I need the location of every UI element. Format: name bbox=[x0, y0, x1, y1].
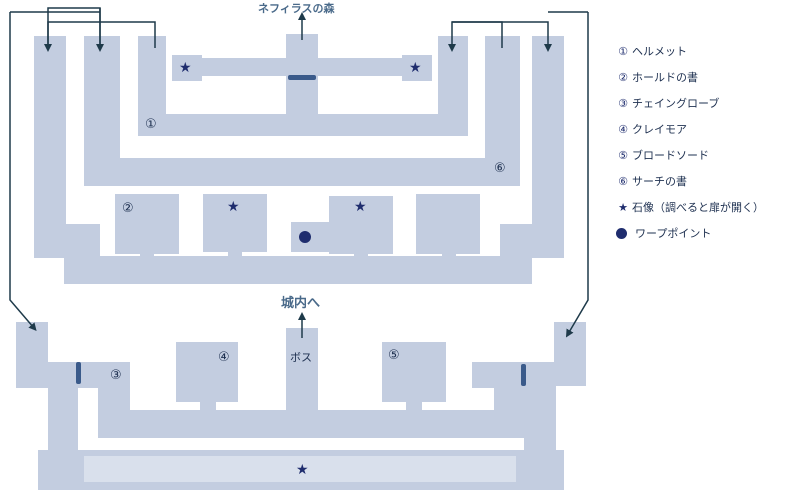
legend-item: ⑤ ブロードソード bbox=[614, 142, 764, 168]
room-number-5: ⑤ bbox=[388, 348, 400, 363]
legend-label: チェイングローブ bbox=[632, 97, 720, 110]
legend-item: ④ クレイモア bbox=[614, 116, 764, 142]
legend-symbol: ④ bbox=[618, 122, 628, 136]
exit-south-label: 城内へ bbox=[281, 296, 321, 311]
legend-label: ホールドの書 bbox=[632, 71, 698, 84]
legend-item: ② ホールドの書 bbox=[614, 64, 764, 90]
legend-label: サーチの書 bbox=[632, 175, 687, 188]
statue-star-icon: ★ bbox=[179, 60, 192, 76]
room-number-2: ② bbox=[122, 201, 134, 216]
legend-item: ワープポイント bbox=[614, 220, 764, 246]
legend-label: ブロードソード bbox=[632, 149, 709, 162]
warp-dot-icon bbox=[616, 227, 627, 239]
statue-star-icon: ★ bbox=[296, 462, 309, 478]
exit-north-label: ネフィラスの森 bbox=[258, 2, 335, 15]
legend-symbol: ⑤ bbox=[618, 148, 628, 162]
legend-item: ⑥ サーチの書 bbox=[614, 168, 764, 194]
legend-label: ヘルメット bbox=[632, 45, 687, 58]
route-arrows bbox=[9, 7, 589, 338]
warp-point bbox=[299, 231, 311, 243]
legend-item: ★ 石像（調べると扉が開く） bbox=[614, 194, 764, 220]
room-number-3: ③ bbox=[110, 368, 122, 383]
room-number-1: ① bbox=[145, 117, 157, 132]
map-legend: ① ヘルメット ② ホールドの書 ③ チェイングローブ ④ クレイモア ⑤ ブロードソード… bbox=[614, 38, 764, 246]
floor-upper bbox=[34, 34, 564, 284]
room-number-4: ④ bbox=[218, 350, 230, 365]
floor-lower bbox=[16, 322, 586, 490]
legend-item: ③ チェイングローブ bbox=[614, 90, 764, 116]
warp-doors bbox=[76, 75, 526, 386]
legend-label: 石像（調べると扉が開く） bbox=[632, 201, 764, 214]
room-number-6: ⑥ bbox=[494, 161, 506, 176]
statue-star-icon: ★ bbox=[227, 199, 240, 215]
legend-symbol: ① bbox=[618, 44, 628, 58]
legend-symbol: ② bbox=[618, 70, 628, 84]
legend-label: クレイモア bbox=[632, 123, 687, 136]
legend-symbol: ⑥ bbox=[618, 174, 628, 188]
legend-symbol: ③ bbox=[618, 96, 628, 110]
star-icon: ★ bbox=[618, 200, 628, 214]
legend-item: ① ヘルメット bbox=[614, 38, 764, 64]
boss-label: ボス bbox=[290, 351, 312, 364]
statue-star-icon: ★ bbox=[409, 60, 422, 76]
statue-star-icon: ★ bbox=[354, 199, 367, 215]
legend-label: ワープポイント bbox=[635, 227, 712, 240]
